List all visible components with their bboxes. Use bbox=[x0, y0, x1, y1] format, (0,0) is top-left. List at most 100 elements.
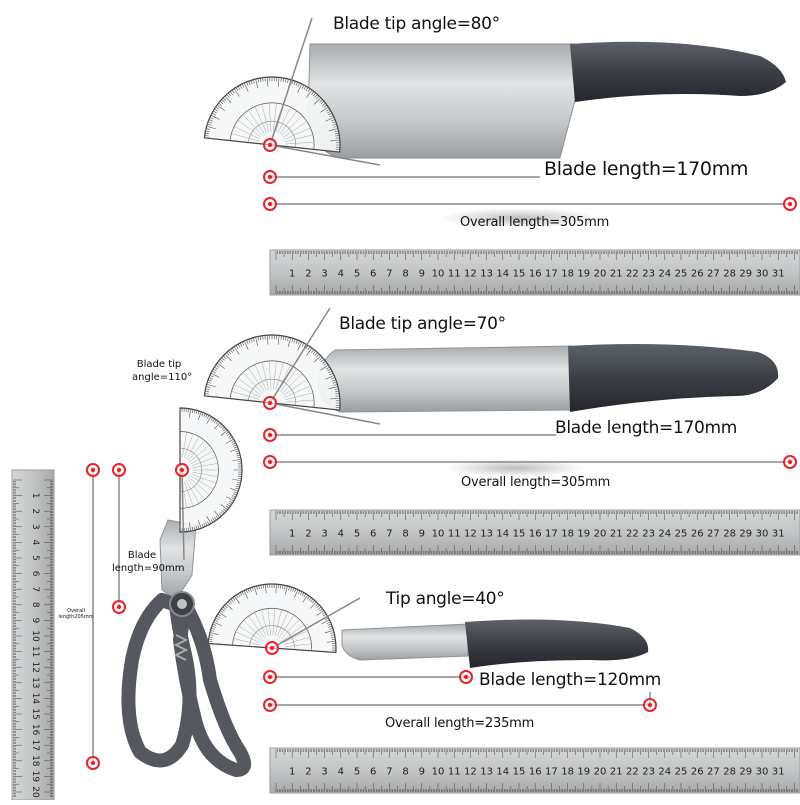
svg-text:20: 20 bbox=[594, 529, 607, 540]
svg-text:5: 5 bbox=[354, 269, 360, 280]
utility-blade bbox=[342, 624, 468, 660]
cleaver-knife bbox=[308, 42, 786, 228]
svg-text:29: 29 bbox=[739, 529, 752, 540]
measure-point-marker bbox=[87, 757, 99, 769]
svg-text:9: 9 bbox=[30, 618, 40, 624]
svg-text:9: 9 bbox=[419, 529, 425, 540]
svg-text:14: 14 bbox=[496, 529, 509, 540]
measure-point-marker bbox=[264, 429, 276, 441]
scissors-tip-angle-label: Blade tip angle=110° bbox=[132, 358, 186, 384]
svg-text:11: 11 bbox=[448, 767, 461, 778]
utility-knife bbox=[342, 620, 648, 668]
cleaver-handle bbox=[570, 42, 786, 102]
svg-text:25: 25 bbox=[675, 767, 688, 778]
measure-point-marker bbox=[176, 464, 188, 476]
svg-text:21: 21 bbox=[610, 529, 623, 540]
svg-text:13: 13 bbox=[480, 529, 493, 540]
measure-point-marker bbox=[264, 139, 276, 151]
svg-text:9: 9 bbox=[419, 269, 425, 280]
svg-text:4: 4 bbox=[338, 269, 344, 280]
svg-text:15: 15 bbox=[30, 708, 40, 719]
svg-text:11: 11 bbox=[448, 529, 461, 540]
svg-text:16: 16 bbox=[529, 269, 542, 280]
cleaver-overall-length-label: Overall length=305mm bbox=[460, 215, 609, 230]
measure-point-marker bbox=[264, 171, 276, 183]
svg-text:11: 11 bbox=[30, 646, 40, 657]
svg-text:4: 4 bbox=[338, 767, 344, 778]
svg-text:2: 2 bbox=[305, 767, 311, 778]
svg-text:3: 3 bbox=[321, 269, 327, 280]
svg-text:1: 1 bbox=[289, 767, 295, 778]
svg-text:31: 31 bbox=[772, 529, 785, 540]
svg-text:23: 23 bbox=[642, 269, 655, 280]
svg-text:21: 21 bbox=[610, 767, 623, 778]
svg-text:10: 10 bbox=[432, 269, 445, 280]
santoku-blade bbox=[318, 346, 572, 412]
protractor-scissors bbox=[180, 408, 242, 532]
utility-overall-length-label: Overall length=235mm bbox=[385, 716, 534, 731]
svg-text:18: 18 bbox=[561, 767, 574, 778]
svg-text:10: 10 bbox=[432, 529, 445, 540]
measure-point-marker bbox=[87, 464, 99, 476]
svg-text:1: 1 bbox=[30, 493, 40, 499]
santoku-handle bbox=[568, 344, 778, 412]
svg-text:27: 27 bbox=[707, 269, 720, 280]
svg-text:12: 12 bbox=[464, 767, 477, 778]
measure-point-marker bbox=[784, 456, 796, 468]
svg-text:8: 8 bbox=[402, 767, 408, 778]
svg-text:24: 24 bbox=[658, 529, 671, 540]
measure-point-marker bbox=[264, 456, 276, 468]
svg-text:8: 8 bbox=[30, 602, 40, 608]
svg-text:27: 27 bbox=[707, 767, 720, 778]
santoku-blade-length-label: Blade length=170mm bbox=[555, 418, 737, 438]
svg-text:31: 31 bbox=[772, 767, 785, 778]
svg-text:17: 17 bbox=[30, 739, 40, 750]
svg-text:22: 22 bbox=[626, 529, 639, 540]
svg-text:12: 12 bbox=[464, 529, 477, 540]
svg-text:1: 1 bbox=[289, 529, 295, 540]
svg-text:3: 3 bbox=[321, 529, 327, 540]
svg-text:26: 26 bbox=[691, 269, 704, 280]
svg-text:13: 13 bbox=[480, 767, 493, 778]
svg-text:28: 28 bbox=[723, 529, 736, 540]
svg-text:10: 10 bbox=[432, 767, 445, 778]
scissors-overall-length-label: Overall length205mm bbox=[58, 608, 94, 620]
measure-point-marker bbox=[113, 601, 125, 613]
svg-text:1: 1 bbox=[289, 269, 295, 280]
measure-point-marker bbox=[264, 198, 276, 210]
measure-point-marker bbox=[784, 198, 796, 210]
cleaver-tip-angle-label: Blade tip angle=80° bbox=[333, 14, 500, 34]
svg-text:19: 19 bbox=[577, 269, 590, 280]
svg-text:7: 7 bbox=[386, 269, 392, 280]
svg-text:30: 30 bbox=[756, 529, 769, 540]
svg-text:31: 31 bbox=[772, 269, 785, 280]
cleaver-blade bbox=[308, 44, 575, 158]
utility-handle bbox=[465, 620, 648, 668]
svg-text:8: 8 bbox=[402, 269, 408, 280]
svg-text:18: 18 bbox=[30, 755, 40, 767]
measure-point-marker bbox=[266, 642, 278, 654]
svg-text:23: 23 bbox=[642, 529, 655, 540]
svg-text:17: 17 bbox=[545, 529, 558, 540]
svg-text:25: 25 bbox=[675, 269, 688, 280]
svg-text:5: 5 bbox=[354, 767, 360, 778]
svg-text:14: 14 bbox=[30, 693, 40, 705]
utility-blade-length-label: Blade length=120mm bbox=[479, 670, 661, 690]
svg-text:2: 2 bbox=[305, 529, 311, 540]
svg-text:2: 2 bbox=[30, 508, 40, 514]
svg-text:20: 20 bbox=[30, 786, 40, 798]
svg-text:19: 19 bbox=[30, 771, 40, 783]
svg-text:16: 16 bbox=[529, 767, 542, 778]
measure-point-marker bbox=[644, 699, 656, 711]
measure-point-marker bbox=[264, 671, 276, 683]
svg-text:14: 14 bbox=[496, 767, 509, 778]
svg-text:9: 9 bbox=[419, 767, 425, 778]
svg-text:3: 3 bbox=[321, 767, 327, 778]
svg-text:26: 26 bbox=[691, 529, 704, 540]
svg-text:30: 30 bbox=[756, 767, 769, 778]
protractors bbox=[180, 70, 347, 652]
svg-text:5: 5 bbox=[30, 555, 40, 561]
svg-text:13: 13 bbox=[480, 269, 493, 280]
svg-text:29: 29 bbox=[739, 269, 752, 280]
